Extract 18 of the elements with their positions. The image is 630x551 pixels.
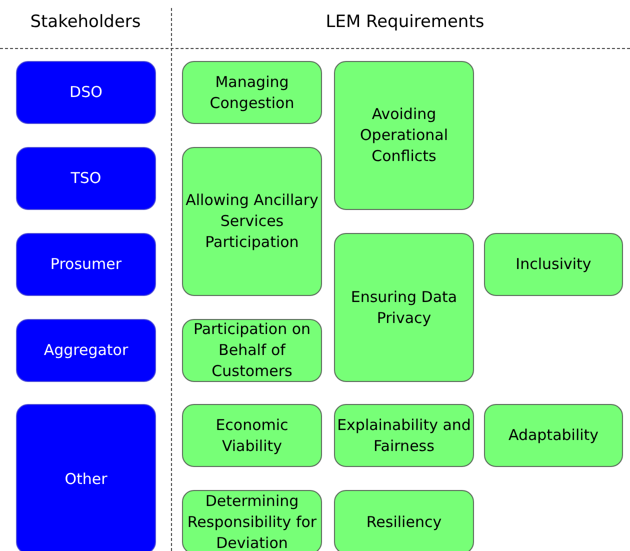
requirement-box: Managing Congestion	[182, 61, 322, 124]
requirement-box: Ensuring Data Privacy	[334, 233, 474, 382]
stakeholder-box: TSO	[16, 147, 156, 210]
stakeholder-box: Other	[16, 404, 156, 551]
column-header: LEM Requirements	[324, 12, 486, 32]
requirement-box: Resiliency	[334, 490, 474, 551]
requirement-box: Explainability and Fairness	[334, 404, 474, 467]
requirement-box: Determining Responsibility for Deviation	[182, 490, 322, 551]
requirement-box: Economic Viability	[182, 404, 322, 467]
requirement-box: Adaptability	[484, 404, 623, 467]
stakeholder-box: DSO	[16, 61, 156, 124]
requirement-box: Inclusivity	[484, 233, 623, 296]
stakeholder-box: Prosumer	[16, 233, 156, 296]
requirement-box: Participation on Behalf of Customers	[182, 319, 322, 382]
column-header: Stakeholders	[29, 12, 142, 32]
stakeholder-box: Aggregator	[16, 319, 156, 382]
requirement-box: Avoiding Operational Conflicts	[334, 61, 474, 210]
requirement-box: Allowing Ancillary Services Participation	[182, 147, 322, 296]
